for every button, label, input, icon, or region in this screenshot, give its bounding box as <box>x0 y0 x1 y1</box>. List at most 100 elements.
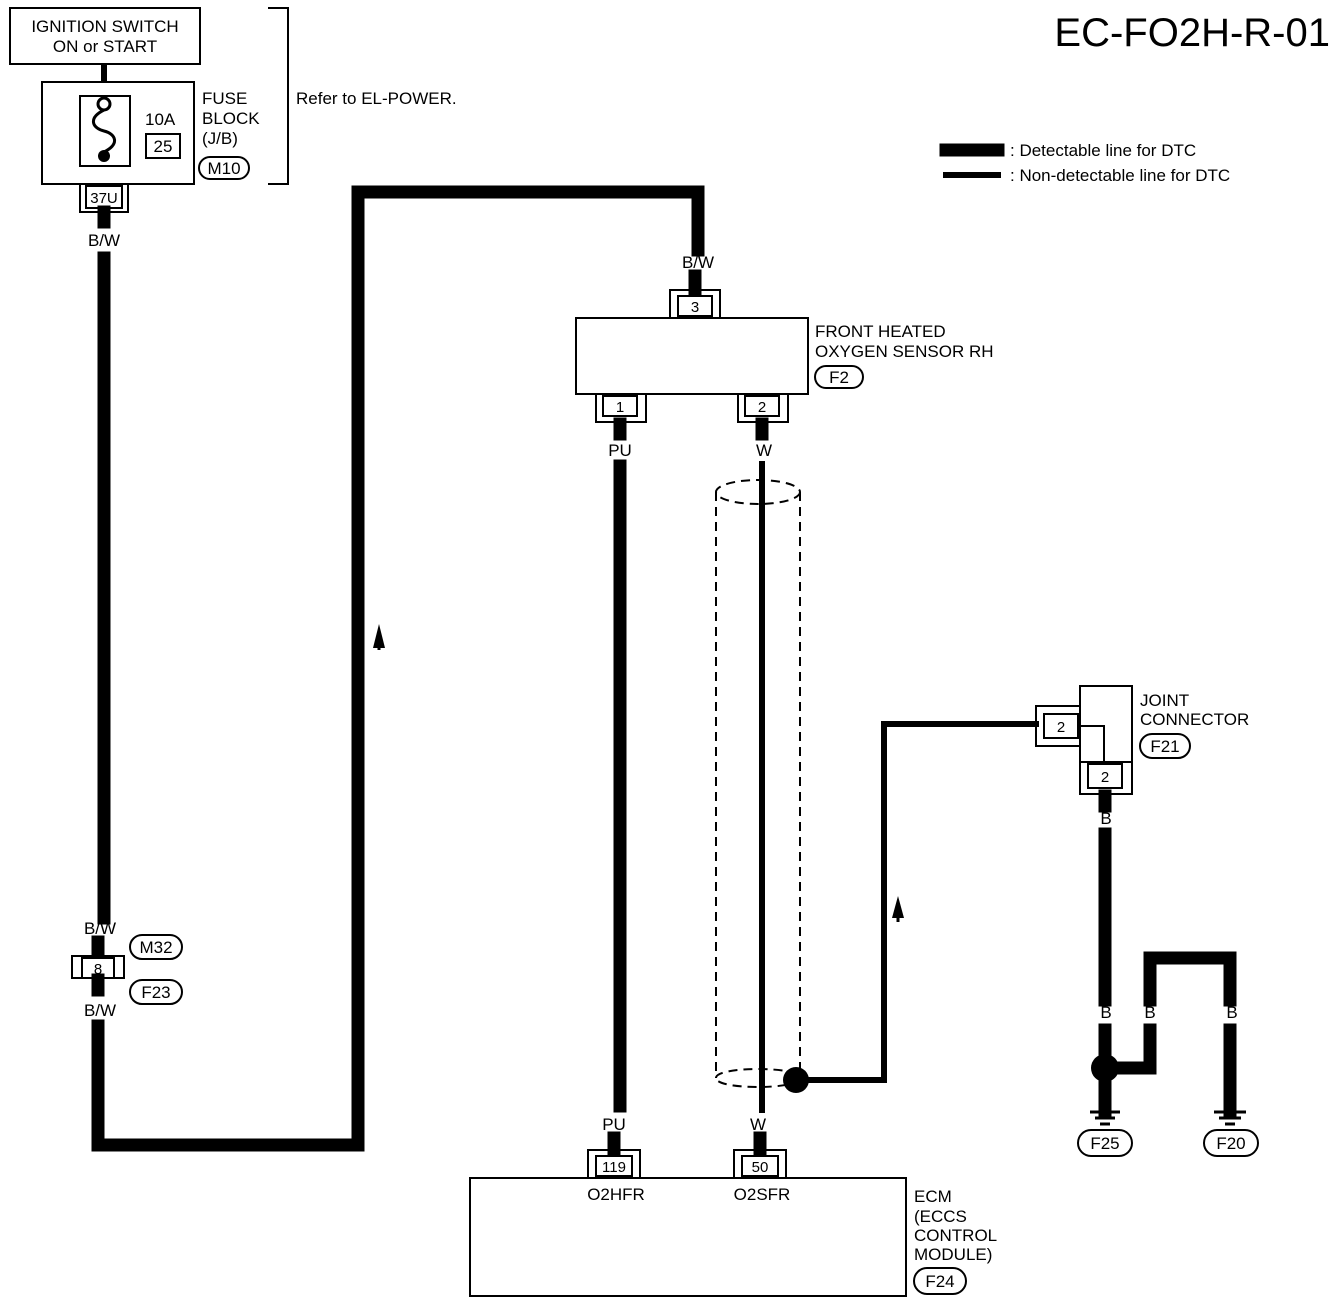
joint-connector-internal-wire <box>1080 725 1105 762</box>
ground-jumper-wire-color: B <box>1144 1003 1155 1022</box>
ground-right-wire-color: B <box>1226 1003 1237 1022</box>
inline-connector-pin: 8 <box>94 961 102 978</box>
power-wire-loop <box>91 185 705 1152</box>
current-flow-arrow-left <box>373 624 385 648</box>
shield-bottom-arc <box>715 1068 802 1088</box>
ground-splice-dot <box>1091 1054 1119 1082</box>
fuse-output-wire-color: B/W <box>88 231 120 250</box>
oxygen-sensor-pin1-box <box>602 395 638 417</box>
ecm-pin50-connector <box>733 1149 787 1178</box>
oxygen-sensor-label1: FRONT HEATED <box>815 322 946 341</box>
ignition-switch-line2: ON or START <box>53 37 157 56</box>
fuse-block-connector: M10 <box>207 159 240 178</box>
ground-left-badge <box>1077 1129 1133 1157</box>
ground-wire-color-top: B <box>1100 809 1111 828</box>
joint-connector-side-outline <box>1035 705 1080 747</box>
joint-connector-box <box>1079 685 1133 763</box>
inline-connector-top-badge <box>129 934 183 960</box>
legend: : Detectable line for DTC : Non-detectab… <box>939 141 1230 185</box>
fuse-block-bracket <box>268 7 289 185</box>
fuse-block: 10A 25 FUSE BLOCK (J/B) M10 Refer to EL-… <box>41 7 457 213</box>
signal-wire-color-top: W <box>756 441 772 460</box>
fuse-block-connector-badge <box>198 156 250 180</box>
oxygen-sensor-pin3: 3 <box>691 299 699 316</box>
inline-connector: 8 M32 F23 <box>71 934 183 1005</box>
sensor-power-wire-color: B/W <box>682 253 714 272</box>
oxygen-sensor-pin1: 1 <box>616 399 624 416</box>
fuse-block-note: Refer to EL-POWER. <box>296 89 457 108</box>
ecm-pin119-box <box>595 1155 633 1177</box>
shield-splice-dot <box>783 1067 809 1093</box>
oxygen-sensor-label2: OXYGEN SENSOR RH <box>815 342 994 361</box>
joint-connector-bottom-pin-box <box>1087 763 1123 789</box>
legend-detectable-text: : Detectable line for DTC <box>1010 141 1196 160</box>
ground-cross-wire <box>1143 951 1237 1007</box>
ecm-label2: (ECCS <box>914 1207 967 1226</box>
ecm-pin50: 50 <box>752 1159 769 1176</box>
fuse-number: 25 <box>154 137 173 156</box>
oxygen-sensor-box <box>575 317 809 395</box>
inline-connector-bottom-badge <box>129 979 183 1005</box>
ground-right-badge <box>1203 1129 1259 1157</box>
ground-left-label: F25 <box>1090 1134 1119 1153</box>
inline-connector-top-label: M32 <box>139 938 172 957</box>
ecm-label4: MODULE) <box>914 1245 992 1264</box>
fuse-terminal-bottom <box>98 150 110 162</box>
ecm-box <box>469 1177 907 1297</box>
ecm-connector: F24 <box>925 1272 954 1291</box>
signal-wire-color-bottom: W <box>750 1115 766 1134</box>
heater-wire-color-top: PU <box>608 441 632 460</box>
joint-connector-bottom-pin: 2 <box>1101 769 1109 786</box>
oxygen-sensor-pin3-box <box>677 295 713 317</box>
ignition-switch: IGNITION SWITCH ON or START <box>9 7 201 65</box>
signal-wire-shield <box>715 479 802 1088</box>
fuse-block-label2: BLOCK <box>202 109 260 128</box>
oxygen-sensor-pin3-connector <box>669 289 721 318</box>
ground-right-label: F20 <box>1216 1134 1245 1153</box>
ecm-label1: ECM <box>914 1187 952 1206</box>
fuse-terminal-top <box>96 96 112 112</box>
oxygen-sensor-connector: F2 <box>829 368 849 387</box>
ecm-label3: CONTROL <box>914 1226 997 1245</box>
current-flow-arrow-right <box>892 896 904 918</box>
inline-connector-bottom-label: F23 <box>141 983 170 1002</box>
joint-connector-side-pin: 2 <box>1057 719 1065 736</box>
joint-connector-connector: F21 <box>1150 737 1179 756</box>
heater-wire-color-bottom: PU <box>602 1115 626 1134</box>
fuse-rating: 10A <box>145 110 176 129</box>
inline-upper-wire-color: B/W <box>84 919 116 938</box>
ecm-pin50-box <box>741 1155 779 1177</box>
inline-lower-wire-color: B/W <box>84 1001 116 1020</box>
fuse-block-label3: (J/B) <box>202 129 238 148</box>
fuse-terminal-number: 37U <box>90 190 118 207</box>
fuse-number-box <box>145 133 181 159</box>
inline-connector-outline <box>71 955 125 979</box>
oxygen-sensor-pin2-box <box>744 395 780 417</box>
ground-right-icon <box>1214 1110 1246 1126</box>
ignition-switch-box <box>9 7 201 65</box>
oxygen-sensor: 3 FRONT HEATED OXYGEN SENSOR RH F2 1 2 <box>575 289 994 423</box>
fuse-block-label1: FUSE <box>202 89 247 108</box>
joint-connector-label1: JOINT <box>1140 691 1189 710</box>
joint-connector-badge <box>1139 733 1191 759</box>
ecm-pin50-name: O2SFR <box>734 1185 791 1204</box>
oxygen-sensor-pin2: 2 <box>758 399 766 416</box>
ecm-connector-badge <box>913 1267 967 1295</box>
ignition-switch-line1: IGNITION SWITCH <box>31 17 178 36</box>
oxygen-sensor-connector-badge <box>814 365 864 389</box>
ground-left-icon <box>1090 1110 1120 1126</box>
ground-wire-color-mid: B <box>1100 1003 1111 1022</box>
shield-top-ellipse <box>715 479 801 505</box>
ground-jumper-wire <box>1113 1023 1157 1075</box>
joint-connector: 2 2 JOINT CONNECTOR F21 <box>1035 685 1249 795</box>
ecm-pin119-connector <box>587 1149 641 1178</box>
joint-connector-label2: CONNECTOR <box>1140 710 1249 729</box>
fuse-symbol-icon <box>92 108 116 154</box>
ecm: 119 50 O2HFR O2SFR ECM (ECCS CONTROL MOD… <box>469 1149 997 1297</box>
joint-connector-side-pin-box <box>1043 713 1079 739</box>
ecm-pin119-name: O2HFR <box>587 1185 645 1204</box>
ecm-pin119: 119 <box>602 1159 626 1176</box>
shield-drain-wire <box>805 721 1039 1083</box>
legend-non-detectable-text: : Non-detectable line for DTC <box>1010 166 1230 185</box>
